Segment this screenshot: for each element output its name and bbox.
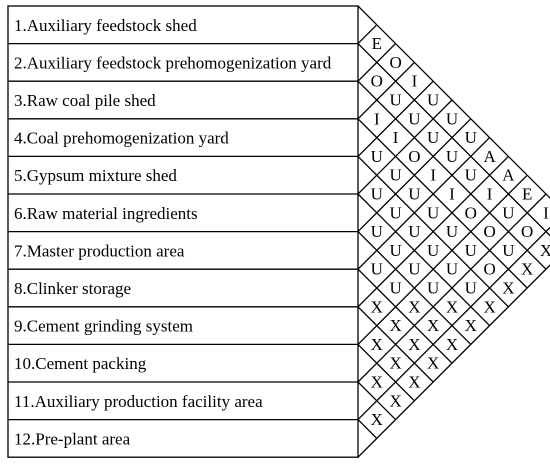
relationship-code: X: [408, 373, 420, 392]
grid-line: [357, 137, 491, 270]
relationship-code: X: [389, 391, 401, 410]
department-label: 3.Raw coal pile shed: [14, 91, 156, 110]
grid-line: [357, 43, 550, 237]
grid-line: [357, 155, 509, 308]
relationship-code: I: [487, 185, 493, 204]
relationship-code: X: [389, 316, 401, 335]
relationship-code: O: [465, 203, 477, 222]
relationship-code: U: [427, 91, 439, 110]
relationship-code: U: [408, 222, 420, 241]
relationship-code: A: [483, 147, 496, 166]
relationship-code: X: [371, 335, 383, 354]
grid-line: [357, 43, 397, 82]
grid-line: [357, 61, 415, 120]
relationship-code: X: [408, 335, 420, 354]
relationship-code: U: [371, 260, 383, 279]
relationship-code: X: [371, 410, 383, 429]
grid-line: [357, 419, 378, 439]
relationship-code: U: [446, 222, 458, 241]
relationship-code: U: [427, 203, 439, 222]
relationship-code: U: [371, 222, 383, 241]
relationship-code: X: [446, 297, 458, 316]
grid-line: [357, 118, 528, 289]
relationship-code: I: [430, 166, 436, 185]
grid-line: [357, 193, 491, 327]
relationship-code: U: [446, 109, 458, 128]
relationship-code: X: [540, 241, 550, 260]
department-label: 12.Pre-plant area: [14, 429, 131, 448]
grid-line: [357, 24, 378, 45]
relationship-code: U: [371, 147, 383, 166]
relationship-codes: EOIUUUAAEIUOUUUUUIUOXIIOIIOOUXUUUUUUOXUU…: [371, 34, 550, 429]
relationship-code: U: [465, 128, 477, 147]
relationship-code: U: [389, 241, 401, 260]
department-label: 6.Raw material ingredients: [14, 204, 198, 223]
grid-line: [357, 193, 547, 383]
grid-line: [357, 226, 550, 421]
relationship-code: X: [408, 297, 420, 316]
relationship-code: E: [522, 185, 532, 204]
relationship-code: U: [389, 279, 401, 298]
department-label: 5.Gypsum mixture shed: [14, 166, 177, 185]
relationship-code: A: [502, 166, 515, 185]
relationship-code: X: [465, 316, 477, 335]
department-label: 10.Cement packing: [14, 354, 147, 373]
relationship-code: X: [521, 260, 533, 279]
relationship-code: X: [427, 316, 439, 335]
department-label: 7.Master production area: [14, 241, 185, 260]
department-label: 1.Auxiliary feedstock shed: [14, 16, 197, 35]
relationship-code: U: [446, 260, 458, 279]
relationship-code: U: [371, 185, 383, 204]
grid-line: [357, 343, 415, 402]
relationship-code: I: [449, 185, 455, 204]
relationship-code: U: [389, 203, 401, 222]
relationship-code: E: [372, 34, 382, 53]
department-label: 11.Auxiliary production facility area: [14, 392, 263, 411]
department-label: 8.Clinker storage: [14, 279, 131, 298]
relationship-code: O: [483, 260, 495, 279]
relationship-code: X: [446, 335, 458, 354]
grid-line: [357, 174, 528, 345]
grid-line: [357, 99, 453, 195]
relationship-code: U: [427, 279, 439, 298]
relationship-matrix: [357, 5, 550, 458]
relationship-code: X: [502, 279, 514, 298]
relationship-code: O: [389, 53, 401, 72]
relationship-code: X: [389, 354, 401, 373]
relationship-code: U: [502, 241, 514, 260]
department-label: 4.Coal prehomogenization yard: [14, 129, 229, 148]
relationship-code: O: [521, 222, 533, 241]
relationship-code: U: [465, 241, 477, 260]
grid-line: [357, 118, 472, 233]
relationship-code: O: [483, 222, 495, 241]
relationship-code: U: [408, 260, 420, 279]
relationship-code: O: [371, 72, 383, 91]
relationship-code: X: [427, 354, 439, 373]
relationship-code: O: [408, 147, 420, 166]
grid-line: [357, 80, 434, 157]
relationship-code: I: [412, 72, 418, 91]
relationship-code: U: [427, 128, 439, 147]
department-label: 9.Cement grinding system: [14, 317, 193, 336]
department-label: 2.Auxiliary feedstock prehomogenization …: [14, 53, 332, 72]
relationship-code: X: [371, 373, 383, 392]
grid-line: [357, 268, 453, 364]
relationship-code: I: [393, 128, 399, 147]
relationship-code: U: [389, 166, 401, 185]
relationship-code: U: [408, 185, 420, 204]
relationship-code: X: [483, 297, 495, 316]
grid-line: [357, 264, 550, 458]
relationship-code: U: [465, 279, 477, 298]
relationship-code: I: [374, 109, 380, 128]
relationship-code: U: [408, 109, 420, 128]
relationship-code: X: [371, 297, 383, 316]
relationship-code: U: [389, 91, 401, 110]
relationship-code: U: [446, 147, 458, 166]
relationship-code: U: [502, 203, 514, 222]
relationship-code: I: [543, 203, 549, 222]
department-table: 1.Auxiliary feedstock shed 2.Auxiliary fe…: [7, 5, 359, 458]
relationship-code: U: [427, 241, 439, 260]
relationship-code: U: [465, 166, 477, 185]
